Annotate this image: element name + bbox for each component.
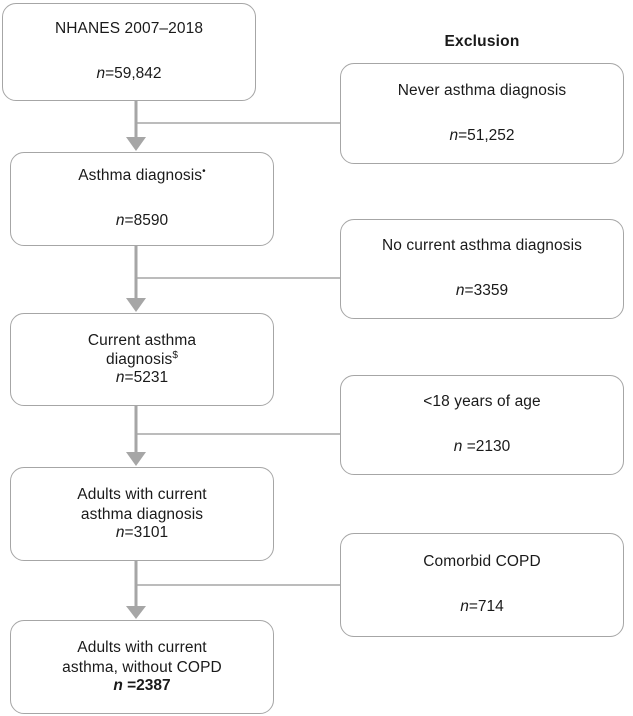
node-final-cohort-title-line2: asthma, without COPD [62, 658, 222, 676]
node-exclusion-comorbid-copd: Comorbid COPD n=714 [340, 533, 624, 637]
n-symbol: n [115, 523, 125, 541]
equals-symbol: = [124, 369, 134, 387]
node-final-cohort: Adults with current asthma, without COPD… [10, 620, 274, 714]
n-symbol: n [449, 126, 459, 144]
node-asthma-diagnosis-title-text: Asthma diagnosis [78, 167, 203, 185]
equals-symbol: = [127, 676, 137, 694]
n-symbol: n [460, 598, 469, 615]
node-asthma-diagnosis: Asthma diagnosis• n=8590 [10, 152, 274, 246]
node-exclusion-never-asthma: Never asthma diagnosis n=51,252 [340, 63, 624, 164]
arrow-head-current-to-adults [126, 452, 146, 466]
n-symbol: n [115, 212, 125, 229]
node-exclusion-under-18: <18 years of age n =2130 [340, 375, 624, 475]
node-exclusion-never-asthma-title: Never asthma diagnosis [397, 81, 567, 99]
node-current-asthma-diagnosis: Current asthma diagnosis$ n=5231 [10, 313, 274, 406]
node-baseline-title: NHANES 2007–2018 [54, 20, 204, 38]
n-value: 59,842 [114, 65, 162, 82]
n-value: 51,252 [467, 126, 515, 144]
node-asthma-diagnosis-title: Asthma diagnosis• [78, 165, 206, 186]
node-current-asthma-title-line2: diagnosis$ [106, 350, 178, 369]
arrow-head-adults-to-final [126, 606, 146, 619]
node-exclusion-under-18-title: <18 years of age [423, 393, 541, 411]
n-symbol: n [455, 282, 465, 299]
node-current-asthma-title-line1: Current asthma [87, 331, 197, 349]
node-exclusion-no-current-asthma-title: No current asthma diagnosis [382, 237, 582, 255]
node-asthma-diagnosis-count: n=8590 [116, 212, 168, 231]
n-symbol: n [113, 676, 123, 694]
n-value: 3359 [473, 282, 509, 299]
node-adults-current-asthma: Adults with current asthma diagnosis n=3… [10, 467, 274, 561]
n-value: 8590 [133, 212, 169, 229]
n-value: 714 [477, 598, 504, 615]
n-symbol: n [453, 438, 463, 455]
node-exclusion-under-18-count: n =2130 [454, 438, 510, 457]
node-exclusion-comorbid-copd-count: n=714 [460, 598, 504, 617]
footnote-marker-dollar: $ [172, 349, 179, 361]
node-adults-current-asthma-title-line1: Adults with current [77, 486, 207, 504]
node-final-cohort-title-line1: Adults with current [77, 639, 207, 657]
equals-symbol: = [124, 523, 134, 541]
node-baseline-count: n=59,842 [96, 65, 161, 84]
arrow-head-asthma-to-current [126, 298, 146, 312]
equals-symbol: = [105, 65, 115, 82]
node-baseline-population: NHANES 2007–2018 n=59,842 [2, 3, 256, 101]
equals-symbol: = [124, 212, 134, 229]
n-value: 5231 [133, 369, 169, 387]
node-final-cohort-count: n =2387 [113, 677, 170, 696]
equals-symbol: = [464, 282, 474, 299]
arrow-head-baseline-to-asthma [126, 137, 146, 151]
node-adults-current-asthma-count: n=3101 [116, 524, 168, 543]
node-current-asthma-title-line2-text: diagnosis [105, 351, 173, 369]
node-current-asthma-count: n=5231 [116, 369, 168, 388]
n-value: 3101 [133, 523, 169, 541]
equals-symbol: = [468, 598, 478, 615]
n-value: 2387 [136, 676, 171, 694]
node-adults-current-asthma-title-line2: asthma diagnosis [80, 505, 204, 523]
node-exclusion-comorbid-copd-title: Comorbid COPD [423, 553, 541, 571]
n-value: 2130 [475, 438, 511, 455]
equals-symbol: = [458, 126, 468, 144]
exclusion-column-header: Exclusion [444, 33, 520, 50]
n-symbol: n [115, 369, 125, 387]
footnote-marker-bullet: • [202, 165, 206, 177]
node-exclusion-no-current-asthma: No current asthma diagnosis n=3359 [340, 219, 624, 319]
equals-symbol: = [466, 438, 476, 455]
node-exclusion-no-current-asthma-count: n=3359 [456, 282, 508, 301]
node-exclusion-never-asthma-count: n=51,252 [449, 127, 514, 146]
n-symbol: n [96, 65, 106, 82]
